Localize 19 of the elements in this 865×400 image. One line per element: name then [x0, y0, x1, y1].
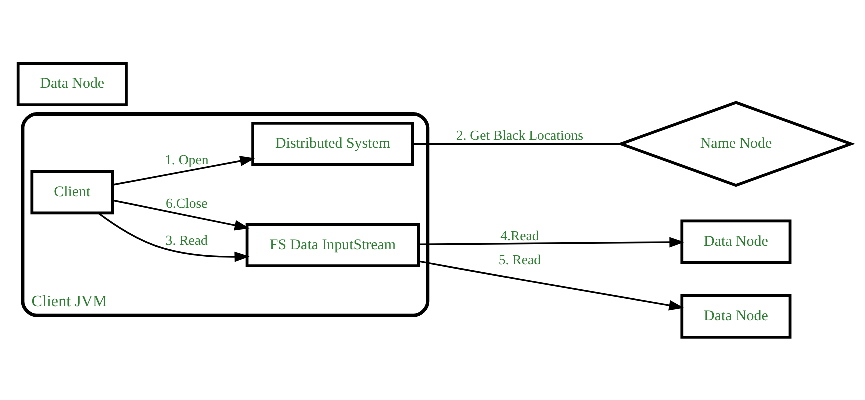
- node-box: Data Node: [680, 219, 792, 264]
- node-box: Data Node: [680, 294, 792, 338]
- node-box: Distributed System: [252, 121, 414, 166]
- edge-label: 5. Read: [498, 252, 542, 267]
- edge-label: 2. Get Black Locations: [456, 128, 584, 143]
- node-box: Data Node: [16, 62, 128, 106]
- edge-label: 3. Read: [166, 232, 208, 248]
- node-box: FS Data InputStream: [246, 222, 420, 268]
- node-box: Client: [30, 170, 114, 214]
- edge-label: 6.Close: [166, 196, 208, 211]
- arrow: [98, 212, 250, 262]
- connector: [413, 142, 622, 144]
- arrow: [112, 156, 256, 186]
- edge-label: 4.Read: [500, 228, 540, 243]
- arrow: [419, 236, 685, 248]
- edge-label: 1. Open: [165, 152, 209, 167]
- arrow: [418, 260, 684, 310]
- arrow: [112, 199, 250, 230]
- node-diamond: Name Node: [616, 100, 856, 187]
